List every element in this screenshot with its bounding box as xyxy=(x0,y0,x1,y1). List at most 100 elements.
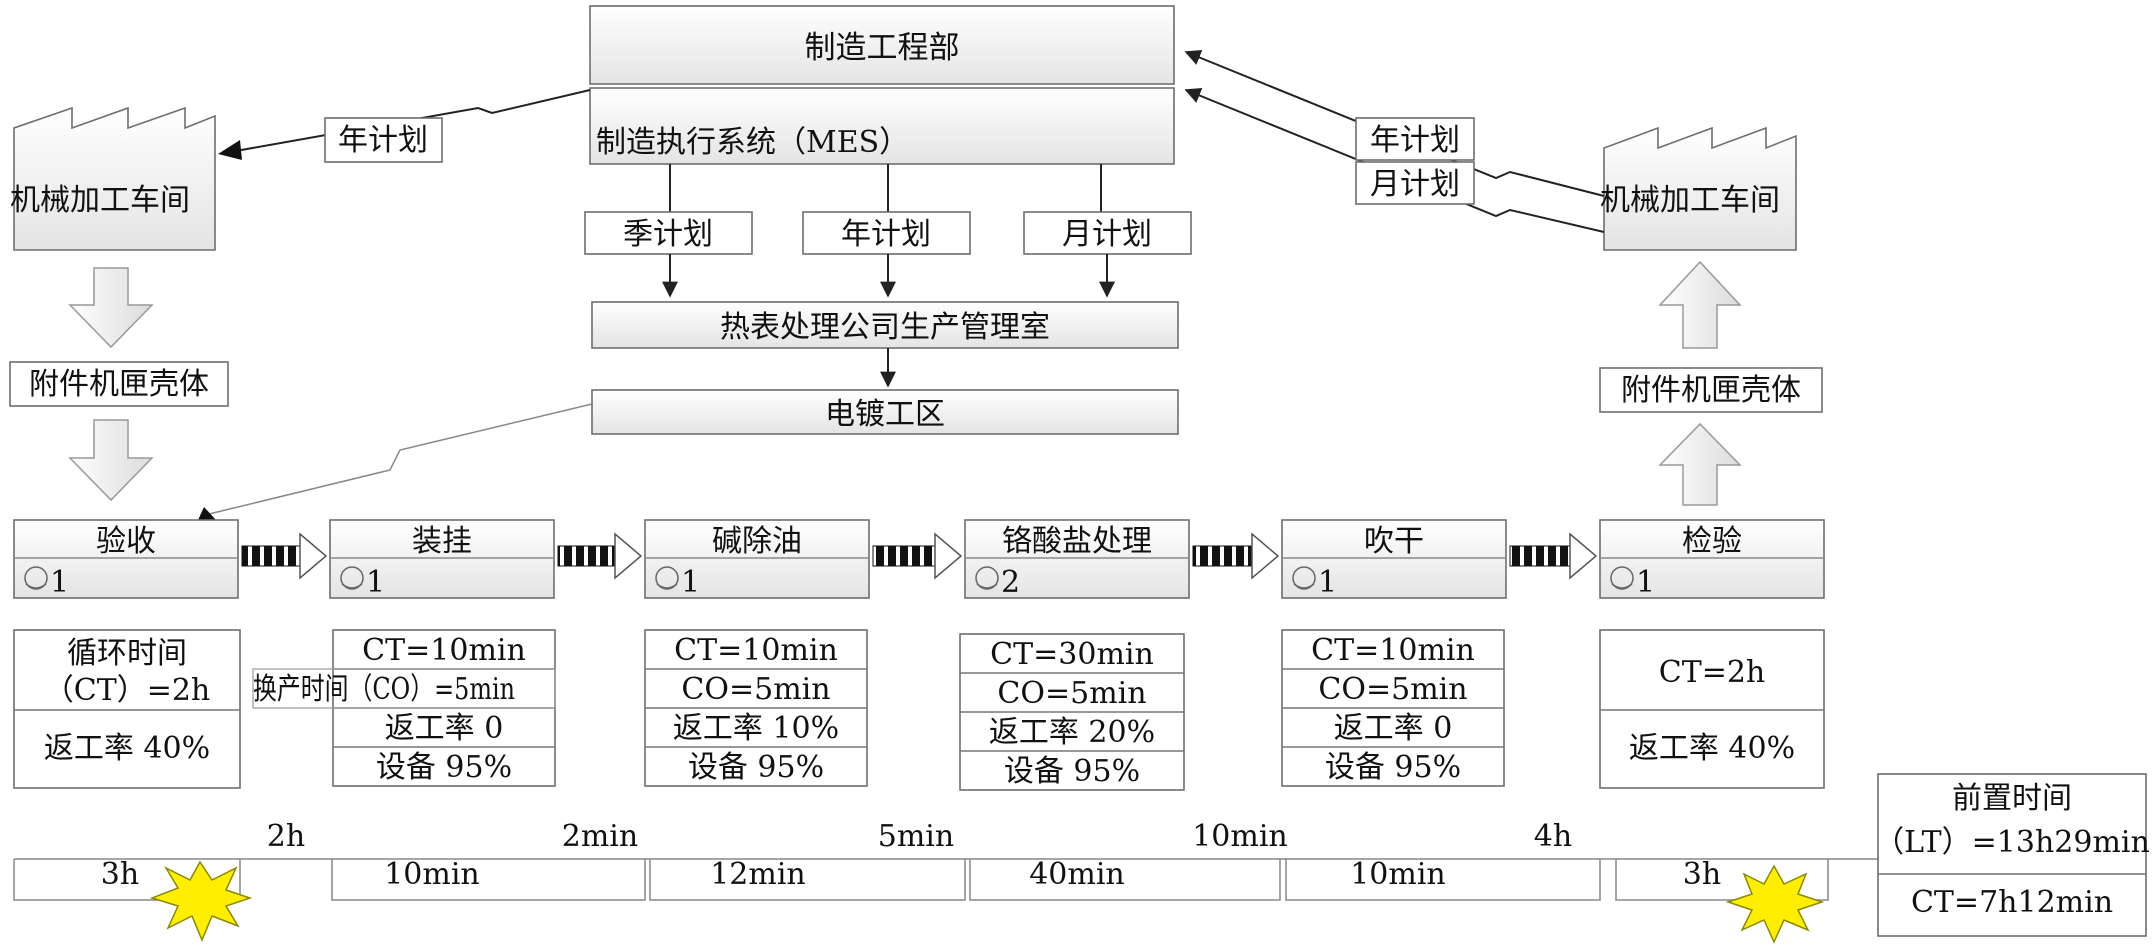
data-box-line: 返工率 20% xyxy=(989,715,1155,750)
timeline-upper-4: 4h xyxy=(1534,819,1572,854)
lead-time-box: 前置时间 （LT）=13h29min CT=7h12min xyxy=(1874,773,2150,937)
plan-year: 年计划 xyxy=(802,211,971,255)
lead-time-lt: （LT）=13h29min xyxy=(1874,825,2150,860)
plan-quarter: 季计划 xyxy=(584,211,753,255)
process-box: 装挂1 xyxy=(329,519,555,600)
data-box-line: 换产时间（CO）=5min xyxy=(253,672,515,707)
operator-icon xyxy=(975,566,999,590)
operator-count: 1 xyxy=(366,565,385,600)
lead-time-ct: CT=7h12min xyxy=(1911,885,2113,920)
operator-icon xyxy=(24,566,48,590)
svg-text:附件机匣壳体: 附件机匣壳体 xyxy=(1621,373,1801,408)
svg-text:机械加工车间: 机械加工车间 xyxy=(1600,183,1780,218)
data-box-line: CT=10min xyxy=(1311,633,1475,668)
data-box-line: 返工率 0 xyxy=(385,711,504,746)
data-box-line: （CT）=2h xyxy=(44,673,211,708)
data-box-line: 设备 95% xyxy=(1325,750,1461,785)
process-box: 吹干 1 xyxy=(1281,519,1507,600)
timeline-lower-4: 10min xyxy=(1350,857,1446,892)
data-box: CT=2h 返工率 40% xyxy=(1599,629,1825,789)
operator-count: 1 xyxy=(50,565,69,600)
right-factory-icon: 机械加工车间 xyxy=(1600,126,1797,251)
data-box-line: 设备 95% xyxy=(1004,754,1140,789)
data-box-line: CT=30min xyxy=(990,637,1154,672)
left-factory-icon: 机械加工车间 xyxy=(10,106,216,251)
svg-text:附件机匣壳体: 附件机匣壳体 xyxy=(29,367,209,402)
timeline-upper-1: 2min xyxy=(562,819,638,854)
svg-text:热表处理公司生产管理室: 热表处理公司生产管理室 xyxy=(720,310,1050,345)
timeline-wait-0: 3h xyxy=(101,857,139,892)
data-box-line: CO=5min xyxy=(681,672,830,707)
process-box: 碱除油 1 xyxy=(644,519,870,600)
left-down-arrow-2 xyxy=(68,419,154,502)
svg-text:年计划: 年计划 xyxy=(841,217,931,252)
timeline-upper-3: 10min xyxy=(1192,819,1288,854)
mes-box: 制造执行系统（MES） xyxy=(589,87,1175,165)
data-box-line: 设备 95% xyxy=(376,750,512,785)
lead-time-title: 前置时间 xyxy=(1952,781,2072,816)
timeline-lower-3: 40min xyxy=(1029,857,1125,892)
push-arrow-icon xyxy=(872,532,963,580)
svg-text:季计划: 季计划 xyxy=(623,217,713,252)
operator-count: 1 xyxy=(681,565,700,600)
push-arrow-icon xyxy=(557,532,643,580)
timeline-lower-2: 12min xyxy=(710,857,806,892)
data-box-line: CT=10min xyxy=(362,633,526,668)
timeline xyxy=(13,858,1878,901)
right-plan-label-year: 年计划 xyxy=(1355,117,1475,161)
data-box-line: CT=2h xyxy=(1659,655,1766,690)
data-box-line: CO=5min xyxy=(997,676,1146,711)
right-up-arrow-1 xyxy=(1658,260,1742,349)
right-up-arrow-2 xyxy=(1658,422,1742,506)
operator-count: 1 xyxy=(1318,565,1337,600)
process-name: 铬酸盐处理 xyxy=(1002,524,1152,559)
mgmt-office-box: 热表处理公司生产管理室 xyxy=(591,301,1179,349)
timeline-lower-1: 10min xyxy=(384,857,480,892)
data-box: CT=10min 换产时间（CO）=5min 返工率 0 设备 95% xyxy=(252,629,556,787)
svg-text:电镀工区: 电镀工区 xyxy=(825,397,945,432)
operator-count: 1 xyxy=(1636,565,1655,600)
timeline-lower-5: 3h xyxy=(1683,857,1721,892)
data-box-line: 返工率 10% xyxy=(673,711,839,746)
timeline-labels: 3h 2h 10min 2min 12min 5min 40min 10min … xyxy=(101,819,1721,892)
right-plan-label-month: 月计划 xyxy=(1355,161,1475,205)
dept-label: 制造工程部 xyxy=(805,30,960,66)
left-part-box: 附件机匣壳体 xyxy=(9,361,229,407)
svg-text:机械加工车间: 机械加工车间 xyxy=(10,183,190,218)
left-plan-label: 年计划 xyxy=(324,117,443,163)
dept-box: 制造工程部 xyxy=(589,5,1175,85)
mes-label: 制造执行系统（MES） xyxy=(596,125,909,160)
svg-text:年计划: 年计划 xyxy=(1370,123,1460,158)
operator-icon xyxy=(1610,566,1634,590)
data-box-line: 返工率 0 xyxy=(1334,711,1453,746)
operator-icon xyxy=(340,566,364,590)
process-name: 验收 xyxy=(96,524,156,559)
process-name: 碱除油 xyxy=(712,524,802,559)
operator-count: 2 xyxy=(1001,565,1020,600)
right-part-box: 附件机匣壳体 xyxy=(1599,367,1823,413)
plan-month: 月计划 xyxy=(1023,211,1192,255)
svg-text:年计划: 年计划 xyxy=(338,123,428,158)
process-name: 吹干 xyxy=(1364,524,1424,559)
operator-icon xyxy=(655,566,679,590)
data-box-line: CO=5min xyxy=(1318,672,1467,707)
data-box-line: 返工率 40% xyxy=(44,731,210,766)
kaizen-burst-icon xyxy=(149,860,253,942)
data-box-line: 返工率 40% xyxy=(1629,731,1795,766)
process-box: 验收 1 xyxy=(13,519,239,600)
kaizen-burst-icon xyxy=(1725,864,1825,944)
timeline-upper-0: 2h xyxy=(267,819,305,854)
push-arrow-icon xyxy=(1509,532,1598,580)
operator-icon xyxy=(1292,566,1316,590)
process-name: 检验 xyxy=(1682,524,1742,559)
plating-zone-box: 电镀工区 xyxy=(591,389,1179,435)
svg-text:月计划: 月计划 xyxy=(1370,167,1460,202)
data-box-line: 设备 95% xyxy=(688,750,824,785)
